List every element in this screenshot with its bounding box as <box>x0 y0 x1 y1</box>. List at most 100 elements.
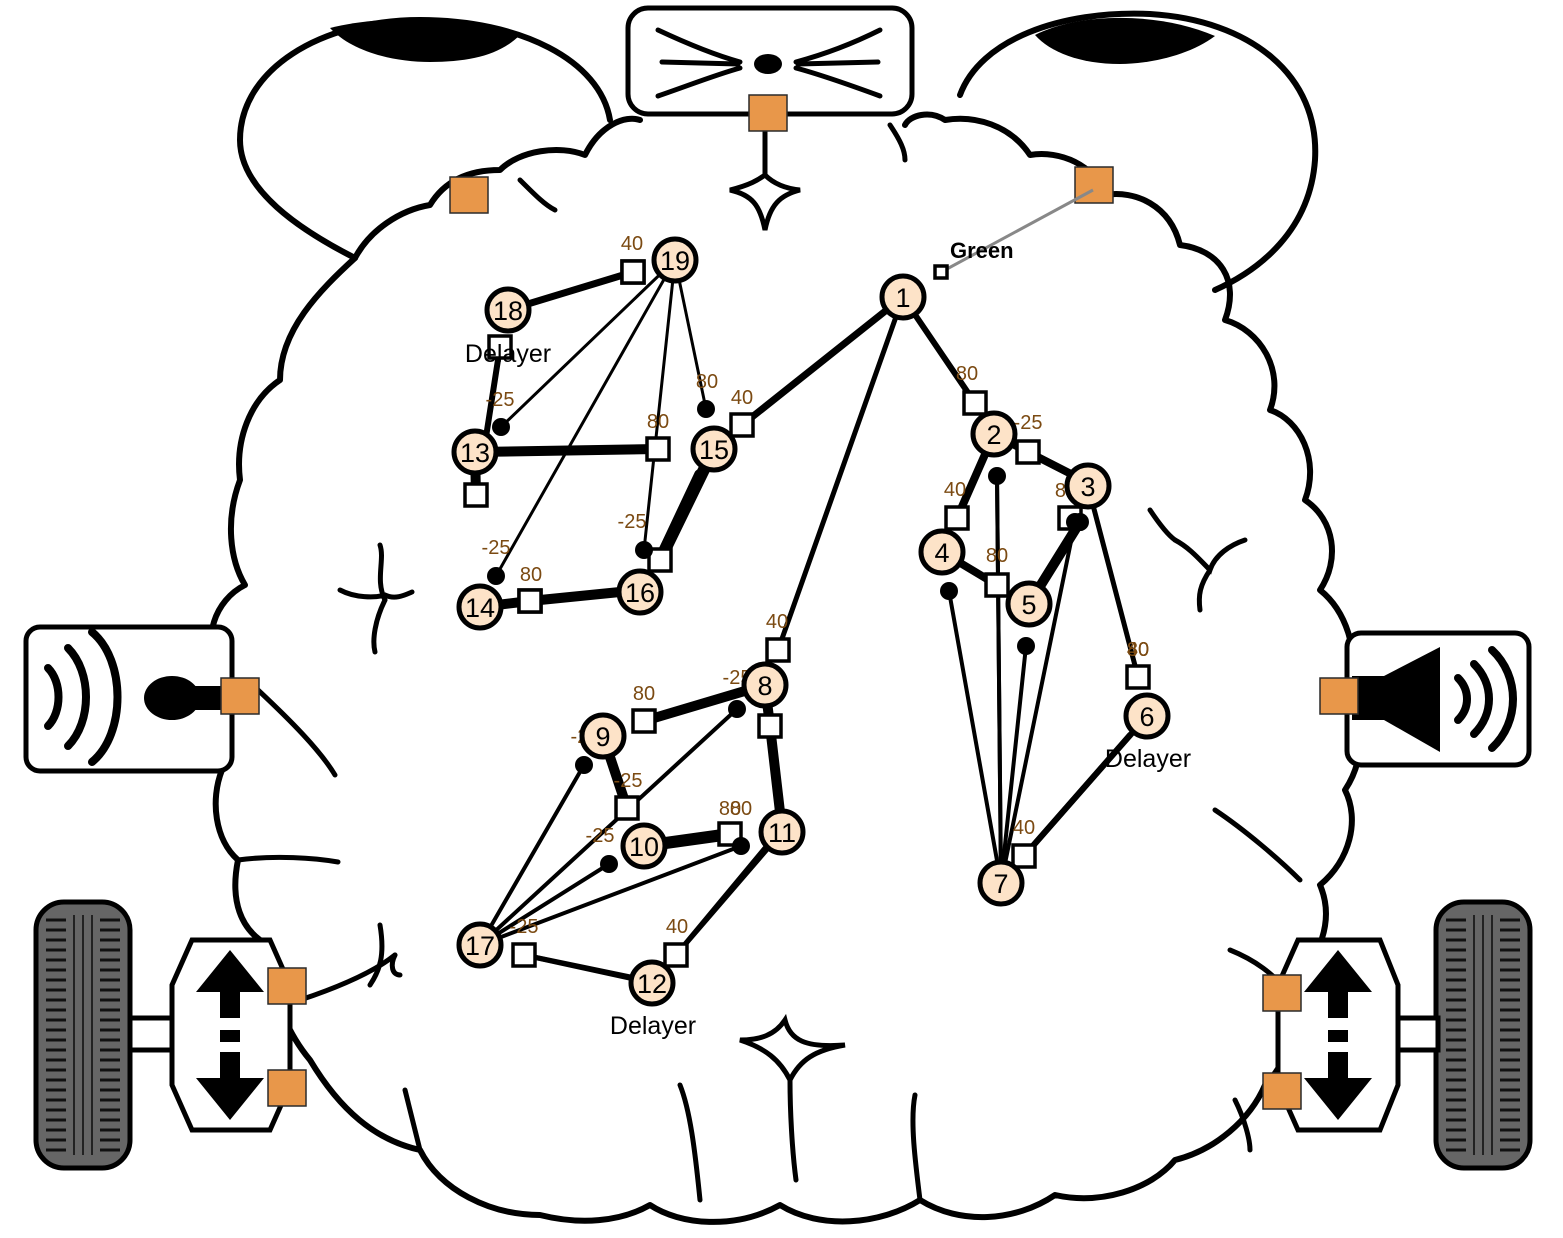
connection-1-0 <box>738 293 907 429</box>
connection-14-16 <box>525 587 625 606</box>
port-speaker[interactable] <box>1319 677 1359 715</box>
delayer-label-12: Delayer <box>610 1012 696 1040</box>
inhibitory-synapse <box>728 700 746 718</box>
sensor-synapse <box>933 264 949 280</box>
connection-19-31 <box>499 258 677 429</box>
excitatory-synapse <box>944 505 970 531</box>
excitatory-synapse <box>1011 843 1037 869</box>
inhibitory-synapse <box>732 837 750 855</box>
connection-17-25 <box>478 763 586 947</box>
port-left-motor-forward[interactable] <box>267 967 307 1005</box>
weight-label: 40 <box>666 916 688 938</box>
neuron-6[interactable]: 6 <box>1123 692 1171 740</box>
neuron-label: 10 <box>629 832 659 862</box>
wheel-icon-right <box>1395 899 1533 1171</box>
port-left-motor-backward[interactable] <box>267 1069 307 1107</box>
connection-19-32 <box>494 258 677 578</box>
neuron-label: 11 <box>768 818 796 848</box>
connection-17-27 <box>478 844 743 947</box>
neuron-3[interactable]: 3 <box>1064 462 1112 510</box>
weight-label: 40 <box>731 387 753 409</box>
neuron-7[interactable]: 7 <box>977 859 1025 907</box>
weight-label: 80 <box>520 564 542 586</box>
inhibitory-synapse <box>492 418 510 436</box>
inhibitory-synapse <box>1017 637 1035 655</box>
neuron-17[interactable]: 17 <box>456 921 504 969</box>
connection-7-13 <box>999 520 1077 885</box>
neuron-14[interactable]: 14 <box>456 583 504 631</box>
inhibitory-synapse <box>1066 513 1084 531</box>
neuron-12[interactable]: 12 <box>628 959 676 1007</box>
connection-19-34 <box>673 258 708 411</box>
inhibitory-synapse <box>575 756 593 774</box>
sensor-label-green: Green <box>950 238 1014 263</box>
neuron-8[interactable]: 8 <box>741 661 789 709</box>
neuron-15[interactable]: 15 <box>690 425 738 473</box>
neuron-11[interactable]: 11 <box>758 808 806 856</box>
neuron-label: 13 <box>460 438 490 468</box>
weight-label: 80 <box>719 798 741 820</box>
weight-label: -25 <box>614 770 643 792</box>
port-nose[interactable] <box>748 94 788 132</box>
weight-label: 80 <box>647 411 669 433</box>
neuron-label: 9 <box>595 722 610 752</box>
port-right-motor-forward[interactable] <box>1262 974 1302 1012</box>
connection-7-6 <box>1021 732 1133 859</box>
neuron-label: 6 <box>1139 702 1154 732</box>
neuron-13[interactable]: 13 <box>451 428 499 476</box>
neuron-9[interactable]: 9 <box>579 712 627 760</box>
excitatory-synapse <box>631 708 657 734</box>
excitatory-synapse <box>663 942 689 968</box>
weight-label: 40 <box>1013 817 1035 839</box>
weight-label: -25 <box>510 916 539 938</box>
excitatory-synapse <box>517 588 543 614</box>
neuron-label: 2 <box>986 420 1001 450</box>
port-right-motor-backward[interactable] <box>1262 1072 1302 1110</box>
weight-label: -25 <box>486 389 515 411</box>
eye-icon-left <box>237 17 613 261</box>
connection-15-16 <box>654 469 706 566</box>
excitatory-synapse <box>614 795 640 821</box>
neuron-label: 4 <box>934 538 949 568</box>
excitatory-synapse <box>962 390 988 416</box>
connection-7-2 <box>995 474 1003 885</box>
weight-label: 40 <box>621 233 643 255</box>
excitatory-synapse <box>487 334 513 360</box>
excitatory-synapse <box>645 436 671 462</box>
connection-8-11 <box>765 721 785 817</box>
neuron-16[interactable]: 16 <box>616 568 664 616</box>
connection-17-28 <box>478 707 739 947</box>
neuron-10[interactable]: 10 <box>620 822 668 870</box>
weight-label: 80 <box>730 798 752 820</box>
weight-label: -25 <box>482 537 511 559</box>
excitatory-synapse <box>757 713 783 739</box>
connection-19-33 <box>642 258 677 552</box>
excitatory-synapse <box>765 637 791 663</box>
connection-7-11 <box>947 589 1003 885</box>
weight-label: 80 <box>696 371 718 393</box>
inhibitory-synapse <box>697 400 715 418</box>
neuron-18[interactable]: 18 <box>484 286 532 334</box>
neuron-2[interactable]: 2 <box>970 410 1018 458</box>
port-microphone[interactable] <box>220 677 260 715</box>
neuron-1[interactable]: 1 <box>879 273 927 321</box>
neuron-label: 5 <box>1021 590 1036 620</box>
inhibitory-synapse <box>988 467 1006 485</box>
neuron-19[interactable]: 19 <box>651 236 699 284</box>
neuron-4[interactable]: 4 <box>918 528 966 576</box>
neuron-label: 16 <box>625 578 655 608</box>
delayer-label-18: Delayer <box>465 340 551 368</box>
inhibitory-synapse <box>487 567 505 585</box>
weight-label: 80 <box>956 363 978 385</box>
excitatory-synapse <box>984 572 1010 598</box>
weight-label: -25 <box>618 511 647 533</box>
neuron-5[interactable]: 5 <box>1005 580 1053 628</box>
port-left-eye[interactable] <box>449 176 489 214</box>
microphone-icon <box>23 624 235 774</box>
excitatory-synapse <box>647 547 673 573</box>
excitatory-synapse <box>620 259 646 285</box>
neuron-label: 15 <box>699 435 729 465</box>
weight-label: 80 <box>1127 639 1149 661</box>
neuron-label: 3 <box>1080 472 1095 502</box>
connection-18-13 <box>483 344 503 440</box>
